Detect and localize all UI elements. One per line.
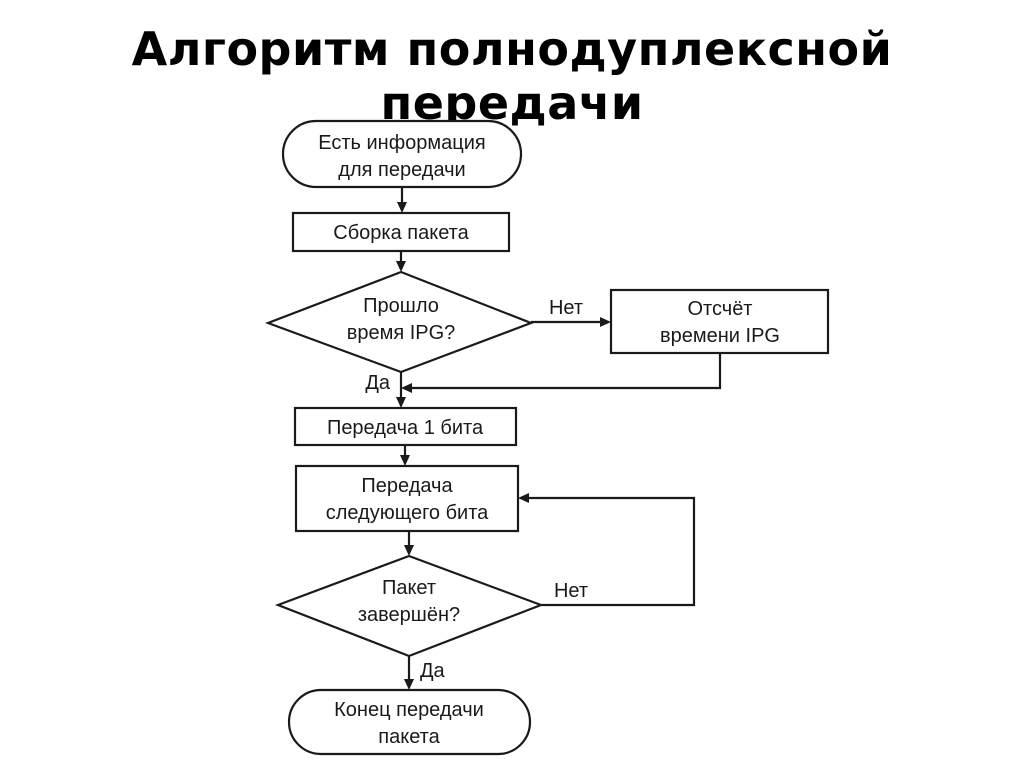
edge-ipg-check-no: Нет	[531, 297, 611, 327]
node-end: Конец передачи пакета	[287, 688, 532, 756]
svg-text:пакета: пакета	[378, 726, 440, 748]
edge-ipg-count-return	[401, 353, 722, 393]
edge-send-next-to-packet-done	[404, 531, 414, 556]
svg-text:Передача: Передача	[361, 475, 453, 497]
node-send-next: Передача следующего бита	[294, 464, 520, 533]
edge-label-no: Нет	[554, 580, 588, 602]
svg-text:следующего бита: следующего бита	[326, 502, 489, 524]
node-ipg-check: Прошло время IPG?	[264, 270, 535, 374]
node-assemble: Сборка пакета	[291, 211, 511, 253]
edge-send-first-to-next	[400, 445, 410, 466]
node-packet-done: Пакет завершён?	[274, 554, 545, 658]
edge-packet-done-yes: Да	[404, 656, 446, 690]
node-send-first: Передача 1 бита	[293, 406, 518, 447]
edge-label-no: Нет	[549, 297, 583, 319]
svg-text:Есть информация: Есть информация	[318, 132, 486, 154]
svg-text:Сборка пакета: Сборка пакета	[333, 222, 469, 244]
svg-text:для передачи: для передачи	[338, 159, 465, 181]
edge-start-to-assemble	[397, 187, 407, 213]
svg-text:завершён?: завершён?	[358, 604, 460, 626]
edge-label-yes: Да	[365, 372, 391, 394]
svg-text:Отсчёт: Отсчёт	[688, 298, 753, 320]
slide-title: Алгоритм полнодуплексной передачи	[131, 22, 893, 130]
node-start: Есть информация для передачи	[281, 119, 523, 189]
svg-text:Пакет: Пакет	[382, 577, 436, 599]
svg-text:время IPG?: время IPG?	[347, 322, 456, 344]
node-ipg-count: Отсчёт времени IPG	[609, 288, 830, 355]
edge-label-yes: Да	[420, 660, 446, 682]
edge-ipg-check-yes: Да	[365, 372, 406, 408]
svg-text:времени IPG: времени IPG	[660, 325, 780, 347]
edge-assemble-to-ipg-check	[396, 251, 406, 272]
svg-text:Прошло: Прошло	[363, 295, 439, 317]
edge-packet-done-no: Нет	[518, 493, 696, 607]
svg-text:Конец передачи: Конец передачи	[334, 699, 484, 721]
svg-text:Передача 1 бита: Передача 1 бита	[327, 417, 484, 439]
